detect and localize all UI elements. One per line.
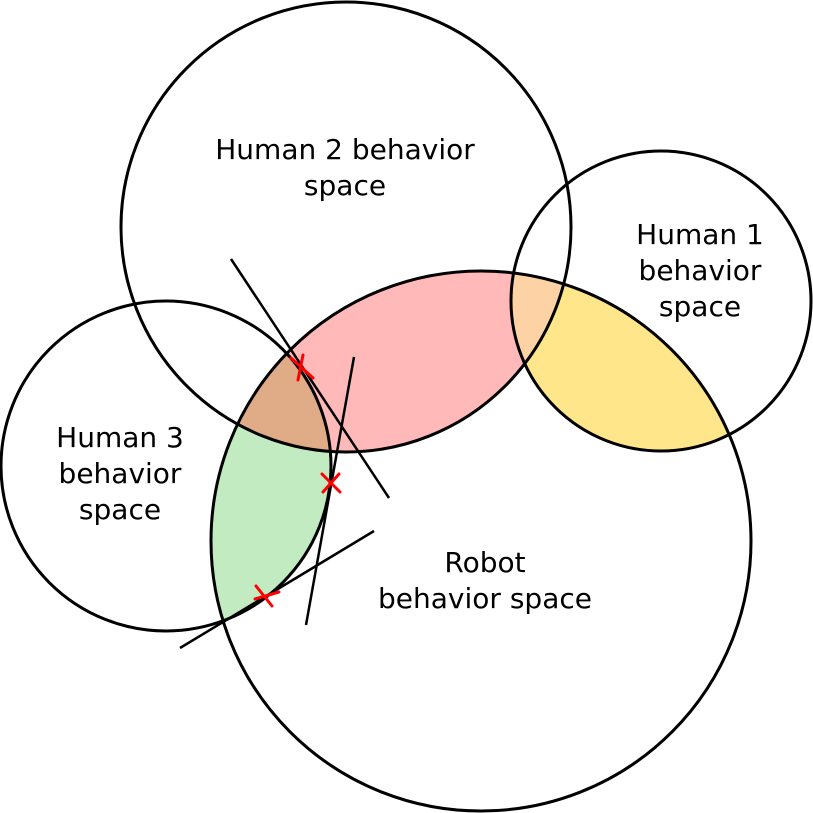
robot-circle: [209, 269, 753, 813]
cross-marker: [289, 353, 315, 382]
tangent-line-2: [304, 356, 356, 626]
cross-marker: [320, 472, 342, 494]
tangent-line-3: [179, 529, 375, 650]
tangent-lines: [179, 258, 391, 650]
human1-label: Human 1 behavior space: [636, 218, 764, 323]
overlap-human2-robot: [211, 271, 571, 452]
human2-label: Human 2 behavior space: [215, 133, 475, 202]
human1-circle: [509, 149, 813, 453]
human3-circle: [0, 299, 333, 633]
tangent-line-1: [229, 258, 391, 499]
human2-circle: [119, 0, 573, 454]
cross-marker: [253, 584, 281, 608]
tangent-markers: [253, 353, 342, 608]
robot-label: Robot behavior space: [378, 546, 592, 615]
human3-label: Human 3 behavior space: [56, 421, 184, 526]
